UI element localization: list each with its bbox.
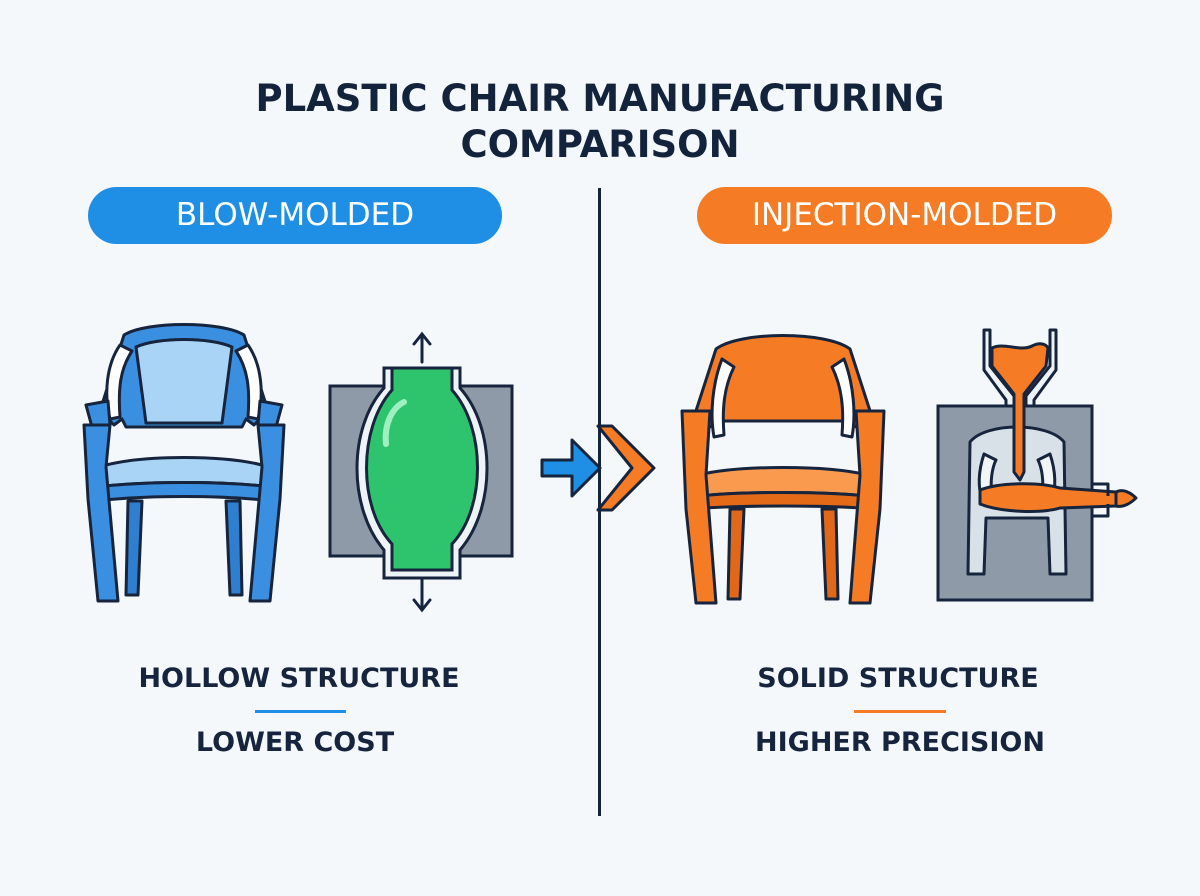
title-line-2: COMPARISON bbox=[460, 123, 740, 166]
injection-molded-label: INJECTION-MOLDED bbox=[697, 187, 1112, 244]
title-line-1: PLASTIC CHAIR MANUFACTURING bbox=[255, 77, 945, 120]
left-feature-1: HOLLOW STRUCTURE bbox=[138, 663, 460, 694]
page-title: PLASTIC CHAIR MANUFACTURING COMPARISON bbox=[0, 76, 1200, 168]
blue-chair-icon bbox=[82, 323, 286, 603]
left-accent-rule bbox=[255, 710, 346, 713]
blow-molded-label: BLOW-MOLDED bbox=[88, 187, 502, 244]
right-feature-2: HIGHER PRECISION bbox=[755, 727, 1045, 758]
left-feature-2: LOWER COST bbox=[195, 727, 395, 758]
injection-mold-icon bbox=[936, 328, 1138, 602]
right-feature-1: SOLID STRUCTURE bbox=[757, 663, 1039, 694]
comparison-arrows-icon bbox=[540, 424, 656, 512]
blow-mold-icon bbox=[328, 331, 514, 613]
right-accent-rule bbox=[854, 710, 946, 713]
orange-chair-icon bbox=[680, 334, 886, 605]
center-divider bbox=[598, 188, 601, 816]
